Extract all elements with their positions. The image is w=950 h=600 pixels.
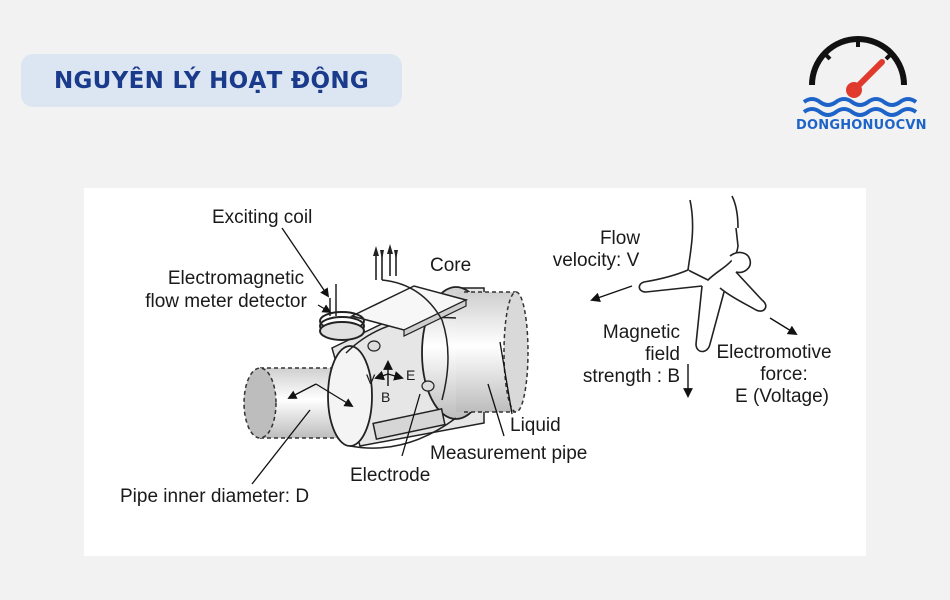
axis-e-label: E bbox=[406, 367, 416, 383]
measurement-pipe-label: Measurement pipe bbox=[430, 443, 588, 464]
title-banner: NGUYÊN LÝ HOẠT ĐỘNG bbox=[21, 54, 402, 107]
electrode-label: Electrode bbox=[350, 465, 431, 486]
exciting-coil-label: Exciting coil bbox=[212, 207, 313, 228]
axis-v-label: V bbox=[366, 371, 376, 387]
leader-lines bbox=[251, 227, 513, 485]
detector-label-line2: flow meter detector bbox=[145, 291, 307, 312]
magnetic-label-line3: strength : B bbox=[582, 366, 680, 387]
emf-label-line3: E (Voltage) bbox=[735, 386, 829, 407]
axis-b-label: B bbox=[381, 389, 391, 405]
flow-label-line1: Flow bbox=[599, 228, 641, 249]
flow-meter-drawing bbox=[243, 195, 798, 485]
magnetic-label-line1: Magnetic bbox=[602, 322, 680, 343]
emf-label-line2: force: bbox=[760, 364, 808, 385]
vector-axes bbox=[374, 360, 404, 386]
gauge-icon bbox=[802, 36, 918, 117]
brand-logo: DONGHONUOCVN bbox=[796, 30, 927, 145]
liquid-label: Liquid bbox=[510, 415, 561, 436]
emf-label-line1: Electromotive bbox=[716, 342, 832, 363]
flow-label-line2: velocity: V bbox=[552, 250, 640, 271]
right-hand-rule bbox=[590, 195, 798, 398]
page-title: NGUYÊN LÝ HOẠT ĐỘNG bbox=[53, 67, 370, 94]
core-label: Core bbox=[430, 255, 472, 276]
brand-name: DONGHONUOCVN bbox=[796, 118, 927, 133]
pipe-diameter-label: Pipe inner diameter: D bbox=[120, 486, 310, 507]
detector-label-line1: Electromagnetic bbox=[167, 268, 305, 289]
magnetic-label-line2: field bbox=[645, 344, 680, 365]
core-assembly bbox=[319, 244, 469, 401]
pipe-right-section bbox=[456, 291, 529, 413]
diagram-panel: Exciting coil Electromagnetic flow meter… bbox=[84, 188, 866, 556]
